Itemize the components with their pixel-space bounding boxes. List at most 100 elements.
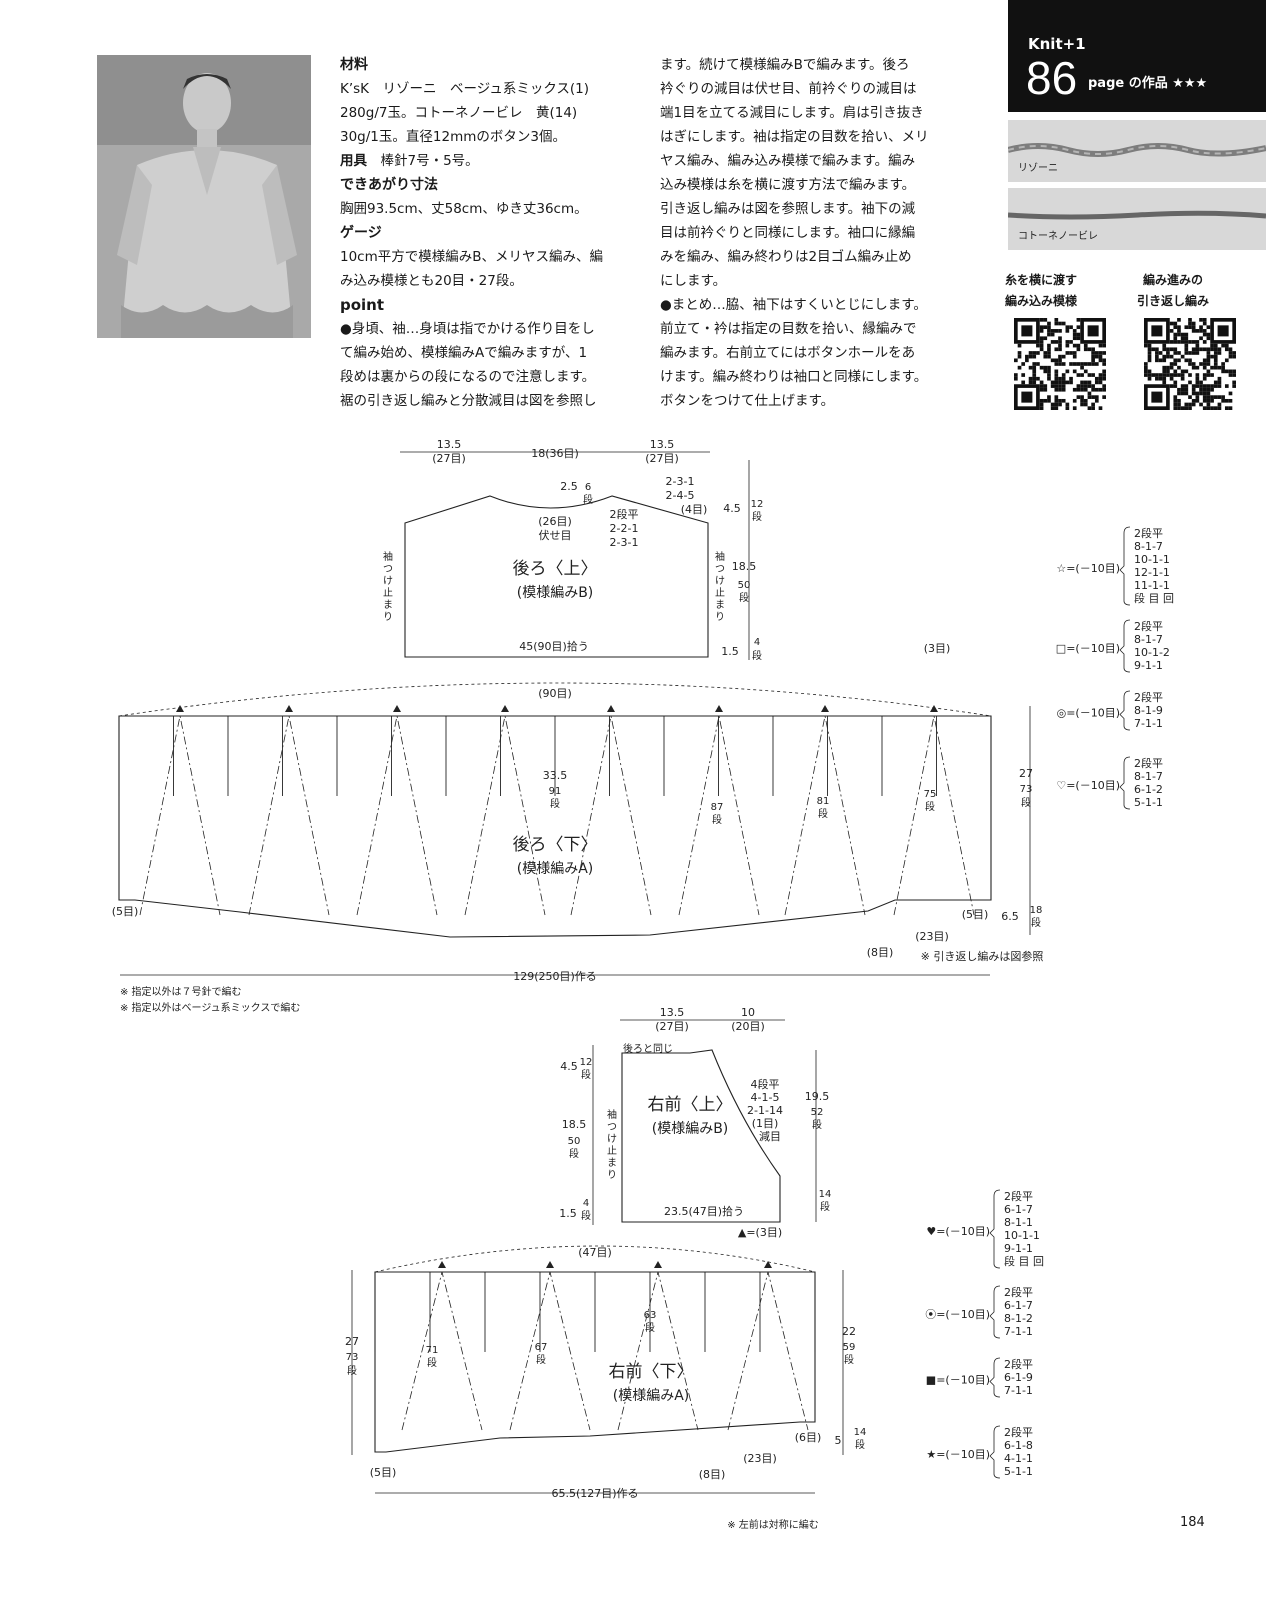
rows-label: 段 — [818, 807, 828, 820]
dim-label: 27 — [345, 1335, 359, 1348]
legend-line: 8-1-7 — [1134, 540, 1163, 553]
dim-label: (5目) — [370, 1466, 397, 1479]
instruction-line: ヤス編み、編み込み模様で編みます。編み — [660, 153, 916, 169]
instruction-line: 衿ぐりの減目は伏せ目、前衿ぐりの減目は — [660, 81, 917, 97]
sleeve-mark-char: 袖 — [715, 550, 725, 563]
dim-label: ▲=(3目) — [738, 1226, 782, 1239]
sleeve-mark-char: つ — [715, 564, 725, 575]
sleeve-mark-char: 袖 — [607, 1108, 617, 1121]
legend-line: 7-1-1 — [1004, 1384, 1033, 1397]
legend-line: 11-1-1 — [1134, 579, 1170, 592]
legend-line: 4-1-1 — [1004, 1452, 1033, 1465]
dim-label: (27目) — [432, 452, 466, 465]
legend-line: 9-1-1 — [1134, 659, 1163, 672]
materials-line: K’sK リゾーニ ベージュ系ミックス(1) — [340, 81, 590, 97]
sleeve-mark-char: け — [607, 1133, 617, 1145]
tools-text: 棒針7号・5号。 — [380, 153, 479, 169]
triangle-mark-icon — [285, 705, 293, 712]
dim-label: 14 — [854, 1427, 867, 1438]
materials-line: 30g/1玉。直径12mmのボタン3個。 — [340, 129, 566, 145]
pickup-label: 45(90目)拾う — [519, 639, 589, 653]
rows-label: 71 — [426, 1345, 439, 1356]
dim-label: 19.5 — [805, 1090, 830, 1103]
model-photo-icon — [97, 55, 311, 338]
legend-line: 6-1-7 — [1004, 1203, 1033, 1216]
instruction-line: 目は前衿ぐりと同様にします。袖口に縁編 — [660, 225, 916, 241]
dim-label: (6目) — [795, 1431, 822, 1444]
triangle-mark-icon — [930, 705, 938, 712]
legend-line: 8-1-9 — [1134, 704, 1163, 717]
front-lower-title: 右前〈下〉 — [609, 1362, 694, 1382]
yarn-strand-icon — [1007, 210, 1266, 220]
sleeve-mark-char: け — [715, 575, 725, 587]
dim-label: (27目) — [645, 452, 679, 465]
dim-label: 段 — [752, 510, 762, 523]
dim-label: 13.5 — [660, 1006, 685, 1019]
legend-brace — [1119, 690, 1131, 731]
dart-line — [727, 1271, 809, 1431]
dim-label: 段 — [581, 1209, 591, 1222]
instruction-line: 編みます。右前立てにはボタンホールをあ — [660, 345, 916, 361]
sleeve-mark-char: ま — [607, 1157, 617, 1169]
dim-label: 73 — [1020, 784, 1033, 795]
dim-label: 4 — [754, 637, 760, 648]
rows-label: 段 — [427, 1356, 437, 1369]
dim-label: 12 — [580, 1057, 593, 1068]
yarn-label: コトーネノービレ — [1018, 231, 1098, 242]
dim-label: (23目) — [915, 930, 949, 943]
dim-label: 2-3-1 — [610, 536, 639, 549]
qr-caption-line: 編み進みの — [1142, 273, 1203, 287]
model-photo — [97, 55, 311, 338]
dim-label: 段 — [1021, 796, 1031, 809]
dim-label: 2-4-5 — [666, 489, 695, 502]
dim-label: 73 — [346, 1352, 359, 1363]
sleeve-mark-char: ま — [715, 599, 725, 611]
legend-line: 2段平 — [1004, 1425, 1033, 1439]
sleeve-mark-char: 袖 — [383, 550, 393, 563]
front-upper-pattern: (模様編みB) — [652, 1121, 729, 1137]
pickup-label: 23.5(47目)拾う — [664, 1204, 744, 1218]
legend-symbol: ♥=(－10目) — [926, 1225, 990, 1238]
qr-code-icon[interactable] — [1144, 318, 1236, 410]
instruction-line: 前立て・衿は指定の目数を拾い、縁編みで — [660, 321, 917, 337]
front-upper-outline — [621, 1049, 781, 1223]
legend-brace — [1119, 526, 1131, 606]
dim-label: 13.5 — [437, 438, 462, 451]
sleeve-mark-char: 止 — [715, 587, 725, 599]
legend-line: 10-1-1 — [1134, 553, 1170, 566]
dart-line — [617, 1271, 699, 1431]
rows-label: 段 — [550, 797, 560, 810]
legend-line: 8-1-2 — [1004, 1312, 1033, 1325]
qr-code-icon[interactable] — [1014, 318, 1106, 410]
dim-label: 2-3-1 — [666, 475, 695, 488]
qr-caption-line: 引き返し編み — [1136, 294, 1209, 308]
gauge-line: 10cm平方で模様編みB、メリヤス編み、編 — [340, 249, 604, 265]
sleeve-mark-char: 止 — [607, 1145, 617, 1157]
legend-line: 10-1-1 — [1004, 1229, 1040, 1242]
dart-line — [464, 715, 546, 916]
legend-line: 8-1-7 — [1134, 633, 1163, 646]
dim-label: 4 — [583, 1198, 589, 1209]
legend-brace — [1119, 619, 1131, 673]
dim-label: 4.5 — [560, 1060, 578, 1073]
legend-symbol: ♡=(－10目) — [1056, 779, 1120, 792]
dim-label: 22 — [842, 1325, 856, 1338]
back-top-arc — [118, 682, 992, 717]
legend-line: 段 目 回 — [1134, 591, 1174, 605]
dim-label: 段 — [812, 1118, 822, 1131]
sleeve-mark-char: つ — [607, 1122, 617, 1133]
legend-symbol: ☆=(－10目) — [1056, 562, 1120, 575]
dim-label: 33.5 — [543, 769, 568, 782]
legend-line: 5-1-1 — [1134, 796, 1163, 809]
instruction-line: みを編み、編み終わりは2目ゴム編み止め — [660, 249, 912, 265]
point-line: ●身頃、袖…身頃は指でかける作り目をし — [340, 321, 595, 337]
legend-line: 2段平 — [1134, 526, 1163, 540]
yarn-swatch-cotone: コトーネノービレ — [1007, 188, 1266, 250]
dim-label: 6 — [585, 482, 591, 493]
dim-label: (90目) — [538, 687, 572, 700]
legend-brace — [989, 1189, 1001, 1269]
dim-label: 14 — [819, 1189, 832, 1200]
triangle-mark-icon — [715, 705, 723, 712]
back-lower-title: 後ろ〈下〉 — [513, 835, 598, 855]
dim-label: 段 — [1031, 916, 1041, 929]
